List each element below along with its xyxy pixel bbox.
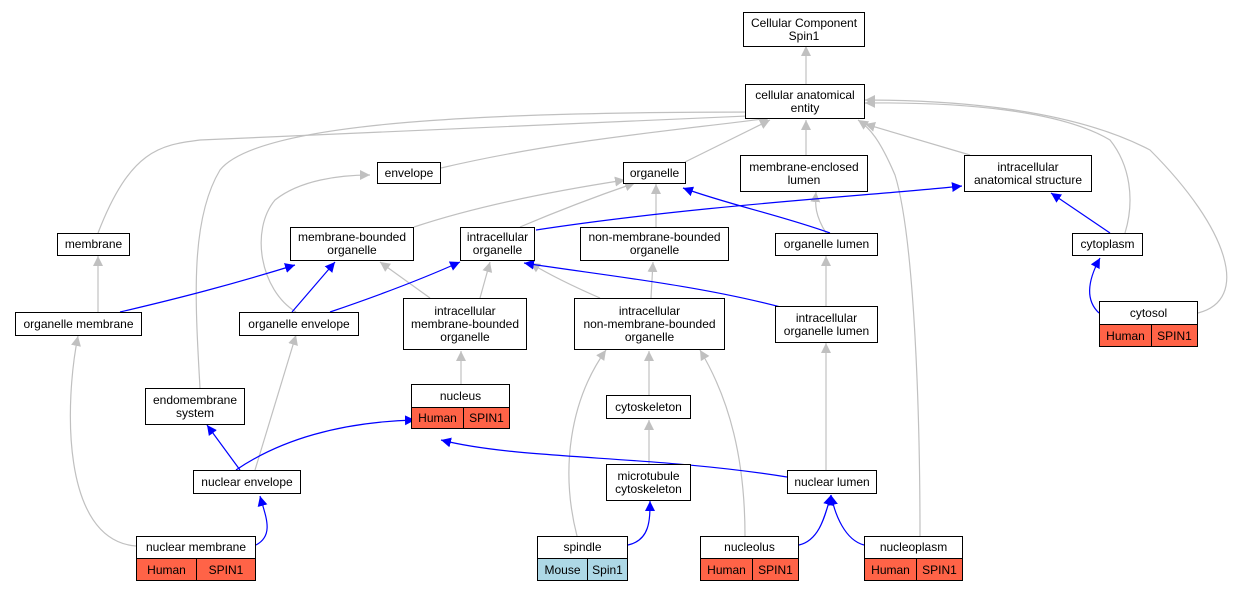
- annotation-spindle: Mouse Spin1: [537, 559, 628, 581]
- edge-ne-oe: [254, 334, 298, 471]
- node-intracellular-organelle-lumen[interactable]: intracellular organelle lumen: [775, 306, 878, 343]
- edge-spindle-inmbo: [568, 349, 607, 537]
- node-nuclear-membrane[interactable]: nuclear membrane: [136, 536, 256, 559]
- edge-cytoplasm-ias: [1050, 192, 1111, 234]
- edge-envelope-cae: [440, 114, 771, 169]
- node-organelle[interactable]: organelle: [623, 162, 686, 184]
- node-membrane[interactable]: membrane: [57, 233, 130, 256]
- edge-nm-om: [69, 335, 137, 547]
- annotation-nuclear-membrane: Human SPIN1: [136, 559, 256, 581]
- edge-inmbo-io: [529, 262, 601, 299]
- node-nucleoplasm[interactable]: nucleoplasm: [864, 536, 963, 559]
- node-nucleolus[interactable]: nucleolus: [700, 536, 799, 559]
- edge-io-organelle: [519, 181, 636, 228]
- node-membrane-bounded-organelle[interactable]: membrane-bounded organelle: [290, 227, 414, 261]
- annotation-gene: SPIN1: [752, 559, 798, 580]
- node-endomembrane-system[interactable]: endomembrane system: [145, 388, 245, 425]
- annotation-species: Human: [1106, 328, 1145, 343]
- node-intracellular-membrane-bounded-organelle[interactable]: intracellular membrane-bounded organelle: [403, 298, 527, 350]
- node-nuclear-envelope[interactable]: nuclear envelope: [193, 470, 301, 494]
- edge-ne-es: [206, 424, 241, 471]
- node-cellular-component[interactable]: Cellular Component Spin1: [743, 12, 865, 47]
- node-intracellular-non-membrane-bounded-organelle[interactable]: intracellular non-membrane-bounded organ…: [574, 298, 725, 350]
- annotation-cytosol: Human SPIN1: [1099, 325, 1198, 347]
- edge-inmbo-nmbo: [647, 261, 658, 299]
- edge-oe-envelope: [260, 170, 371, 313]
- node-nuclear-lumen[interactable]: nuclear lumen: [787, 470, 877, 494]
- edge-imbo-io: [479, 261, 493, 299]
- edge-es-cae: [195, 107, 771, 389]
- annotation-species: Human: [871, 562, 910, 577]
- edge-oe-io: [329, 261, 461, 313]
- edge-om-mbo: [119, 263, 296, 313]
- edge-oe-mbo: [291, 261, 336, 313]
- node-cellular-anatomical-entity[interactable]: cellular anatomical entity: [745, 84, 865, 119]
- annotation-species: Human: [707, 562, 746, 577]
- annotation-species: Human: [147, 562, 186, 577]
- node-intracellular-anatomical-structure[interactable]: intracellular anatomical structure: [964, 155, 1092, 192]
- edge-nucleolus-inmbo: [699, 349, 746, 537]
- edge-mbo-organelle: [413, 176, 626, 228]
- edge-ne-nucleus: [235, 415, 416, 471]
- edge-nucleoplasm-cae: [857, 119, 921, 537]
- annotation-nucleus: Human SPIN1: [411, 408, 510, 429]
- node-organelle-envelope[interactable]: organelle envelope: [239, 312, 359, 336]
- annotation-nucleoplasm: Human SPIN1: [864, 559, 963, 581]
- edge-nucleolus-nl: [798, 494, 833, 546]
- node-spindle[interactable]: spindle: [537, 536, 628, 559]
- edge-ol-organelle: [682, 186, 831, 234]
- node-organelle-membrane[interactable]: organelle membrane: [15, 312, 142, 336]
- node-cytoskeleton[interactable]: cytoskeleton: [606, 395, 691, 419]
- annotation-species: Human: [418, 411, 457, 425]
- node-membrane-enclosed-lumen[interactable]: membrane-enclosed lumen: [740, 155, 868, 192]
- node-cytosol[interactable]: cytosol: [1099, 301, 1198, 325]
- edge-nl-nucleus: [440, 437, 788, 478]
- edge-io-ias: [535, 182, 963, 231]
- edge-ol-mel: [810, 191, 827, 234]
- edge-iol-io: [523, 259, 789, 310]
- annotation-gene: SPIN1: [916, 559, 962, 580]
- edge-nucleoplasm-nl: [828, 494, 865, 546]
- edge-cytoplasm-cae: [864, 97, 1131, 234]
- node-organelle-lumen[interactable]: organelle lumen: [775, 233, 878, 256]
- node-microtubule-cytoskeleton[interactable]: microtubule cytoskeleton: [606, 464, 691, 501]
- annotation-nucleolus: Human SPIN1: [700, 559, 799, 581]
- node-cytoplasm[interactable]: cytoplasm: [1072, 233, 1143, 256]
- node-non-membrane-bounded-organelle[interactable]: non-membrane-bounded organelle: [580, 227, 729, 261]
- node-nucleus[interactable]: nucleus: [411, 384, 510, 408]
- edge-nm-ne: [255, 495, 268, 546]
- annotation-species: Mouse: [544, 562, 581, 577]
- node-intracellular-organelle[interactable]: intracellular organelle: [460, 227, 535, 261]
- node-envelope[interactable]: envelope: [377, 162, 441, 184]
- edge-spindle-mtc: [627, 500, 655, 546]
- annotation-gene: SPIN1: [1151, 325, 1197, 346]
- edge-imbo-mbo: [379, 261, 431, 299]
- annotation-gene: SPIN1: [196, 559, 255, 580]
- edge-cytosol-cae: [864, 95, 1228, 314]
- edge-cytosol-cytoplasm: [1089, 257, 1101, 314]
- annotation-gene: Spin1: [587, 559, 627, 580]
- annotation-gene: SPIN1: [463, 408, 509, 428]
- edge-organelle-cae: [684, 119, 771, 163]
- edge-ias-cae: [864, 122, 971, 156]
